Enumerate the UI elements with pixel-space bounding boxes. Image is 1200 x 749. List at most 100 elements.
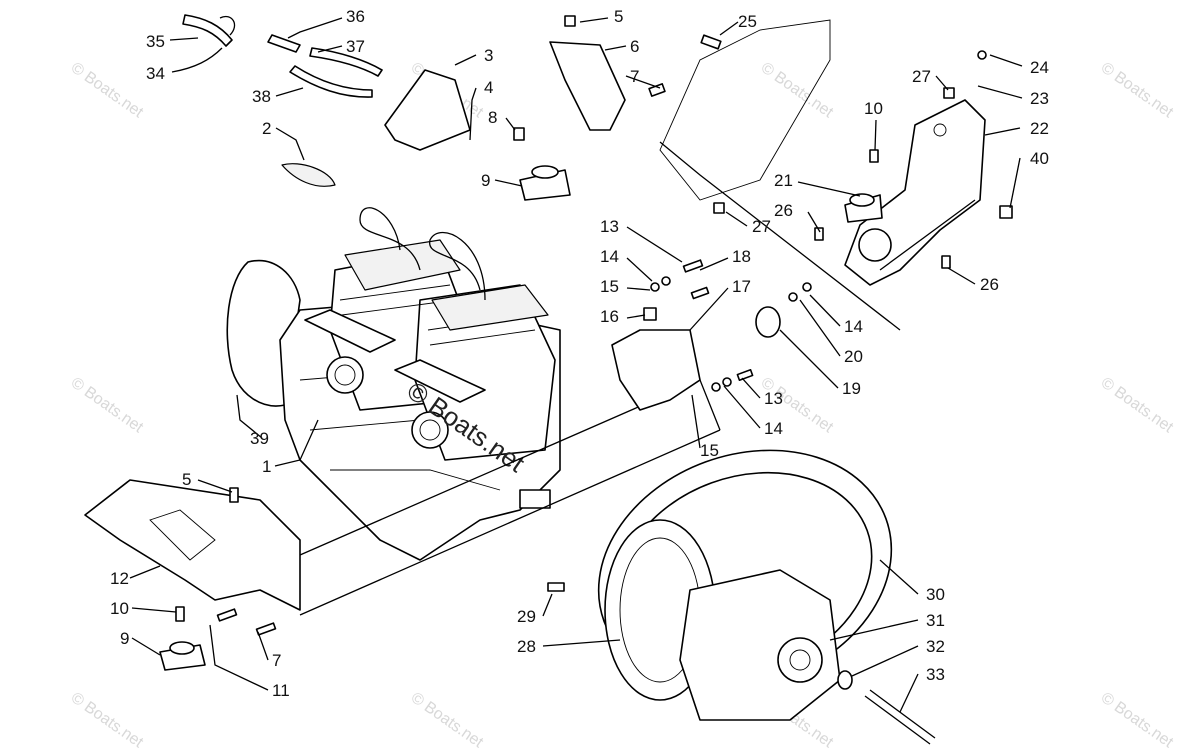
callout-label: 15 (700, 441, 719, 460)
bearing-housing (858, 228, 892, 262)
bolt (736, 368, 754, 382)
exhaust-port-right (411, 411, 449, 449)
callout-label: 12 (110, 569, 129, 588)
engine-assembly: © Boats.net (226, 207, 561, 561)
front-engine-mount (84, 479, 301, 611)
washer (788, 292, 798, 302)
callout-label: 37 (346, 37, 365, 56)
intake-manifold (304, 309, 396, 353)
callout-label: 29 (517, 607, 536, 626)
bolt (255, 622, 277, 636)
callout-label: 21 (774, 171, 793, 190)
washer (661, 276, 671, 286)
bolt (869, 149, 879, 163)
washer (802, 282, 812, 292)
callout-label: 1 (262, 457, 271, 476)
clutch-bolt (869, 689, 936, 739)
callout-label: 9 (481, 171, 490, 190)
callout-label: 17 (732, 277, 751, 296)
hose (309, 47, 383, 77)
callout-label: 22 (1030, 119, 1049, 138)
callout-label: 27 (912, 67, 931, 86)
callout-label: 14 (844, 317, 863, 336)
bolt (513, 127, 525, 141)
nut (643, 307, 657, 321)
callout-label: 32 (926, 637, 945, 656)
spark-plug-wire (359, 207, 421, 271)
callout-label: 34 (146, 64, 165, 83)
watermark-text: © Boats.net (1098, 689, 1177, 749)
callout-label: 13 (764, 389, 783, 408)
watermark-text: © Boats.net (68, 59, 147, 121)
hose-fitting (267, 34, 301, 53)
cylinder-head-left (344, 239, 461, 291)
bolt (690, 286, 710, 300)
bolt (648, 83, 666, 97)
hose (182, 14, 233, 47)
bolt (216, 608, 238, 622)
nut (999, 205, 1013, 219)
bolt (700, 34, 722, 50)
callout-label: 5 (182, 470, 191, 489)
callout-label: 10 (110, 599, 129, 618)
clutch-washer (837, 670, 853, 690)
cylinder-head-right (431, 284, 549, 331)
callout-label: 26 (980, 275, 999, 294)
washer (650, 282, 660, 292)
callout-label: 23 (1030, 89, 1049, 108)
drive-clutch-assembly (597, 449, 893, 721)
callout-label: 10 (864, 99, 883, 118)
nut (943, 87, 955, 99)
rubber-mount-lower-top (169, 641, 195, 655)
callout-label: 11 (272, 681, 290, 700)
washer (711, 382, 721, 392)
decal (281, 163, 336, 187)
callout-label: 27 (752, 217, 771, 236)
callout-label: 19 (842, 379, 861, 398)
rear-engine-mount (611, 329, 701, 411)
hardware (175, 15, 1013, 636)
watermark-text: © Boats.net (1098, 59, 1177, 121)
callout-label: 14 (764, 419, 783, 438)
nut (713, 202, 725, 214)
engine-mount-bar (299, 379, 721, 616)
watermark-text: © Boats.net (1098, 374, 1177, 436)
intake-manifold (394, 359, 486, 403)
bolt (564, 15, 576, 27)
watermark-text: © Boats.net (68, 689, 147, 749)
callout-label: 25 (738, 12, 757, 31)
bolt (175, 606, 185, 622)
callout-label: 18 (732, 247, 751, 266)
watermark-text: © Boats.net (408, 689, 487, 749)
callout-label: 2 (262, 119, 271, 138)
upper-bracket (549, 41, 626, 131)
callout-label: 15 (600, 277, 619, 296)
callout-label: 20 (844, 347, 863, 366)
coil-bracket (384, 69, 471, 151)
callout-label: 40 (1030, 149, 1049, 168)
callout-label: 33 (926, 665, 945, 684)
hose (289, 65, 373, 98)
callout-labels: 35 34 36 37 38 3 4 2 5 6 7 8 9 25 24 27 … (110, 7, 1049, 700)
callout-label: 26 (774, 201, 793, 220)
mount-knob (755, 306, 781, 338)
rubber-mount-upper-top (531, 165, 559, 179)
callout-label: 31 (926, 611, 945, 630)
callout-label: 7 (630, 67, 639, 86)
washer (722, 377, 732, 387)
bolt (229, 487, 239, 503)
bolt (814, 227, 824, 241)
callout-label: 39 (250, 429, 269, 448)
callout-label: 14 (600, 247, 619, 266)
crankshaft-end (519, 489, 551, 509)
bulkhead-plate (659, 19, 831, 201)
callout-label: 35 (146, 32, 165, 51)
callout-label: 24 (1030, 58, 1049, 77)
callout-label: 30 (926, 585, 945, 604)
bolt (547, 582, 565, 592)
leader-lines (129, 17, 1023, 713)
callout-label: 36 (346, 7, 365, 26)
callout-label: 5 (614, 7, 623, 26)
callout-label: 28 (517, 637, 536, 656)
